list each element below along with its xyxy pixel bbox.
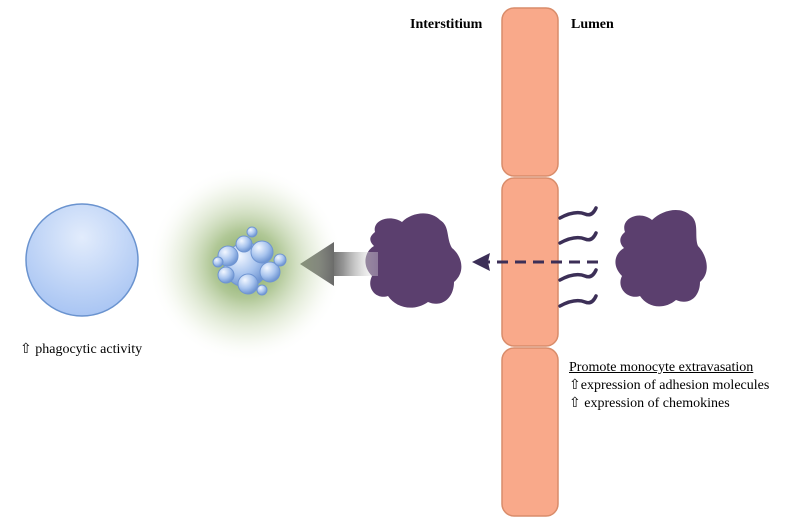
macrophage-cell — [25, 203, 139, 317]
vesicle — [259, 261, 281, 283]
adhesion-molecules — [558, 206, 598, 308]
adhesion-molecule — [558, 294, 598, 308]
adhesion-molecule — [558, 206, 598, 220]
vesicle — [273, 253, 287, 267]
vesicle — [235, 235, 253, 253]
phagosome-cluster — [212, 226, 287, 296]
adhesion-molecule — [558, 231, 598, 245]
vesicle — [246, 226, 258, 238]
vesicle — [237, 273, 259, 295]
extravasation-title: Promote monocyte extravasation — [569, 360, 754, 375]
transmigration-arrow — [472, 253, 598, 271]
vesicle — [250, 240, 274, 264]
lumen-label: Lumen — [571, 17, 614, 32]
endothelial-cell-top — [501, 7, 559, 177]
monocyte-lumen — [615, 209, 707, 307]
vesicle — [256, 284, 268, 296]
endothelial-cell-middle — [501, 177, 559, 347]
adhesion-expression-label: ⇧expression of adhesion molecules — [569, 378, 770, 393]
adhesion-molecule — [558, 268, 598, 282]
vesicle — [217, 266, 235, 284]
phagocytic-activity-label: ⇧ phagocytic activity — [20, 342, 143, 357]
interstitium-label: Interstitium — [410, 17, 483, 32]
endothelial-cell-bottom — [501, 347, 559, 517]
vesicle — [212, 256, 224, 268]
monocyte-interstitium — [365, 213, 462, 308]
chemokine-expression-label: ⇧ expression of chemokines — [569, 396, 730, 411]
endothelial-layer — [501, 7, 559, 517]
